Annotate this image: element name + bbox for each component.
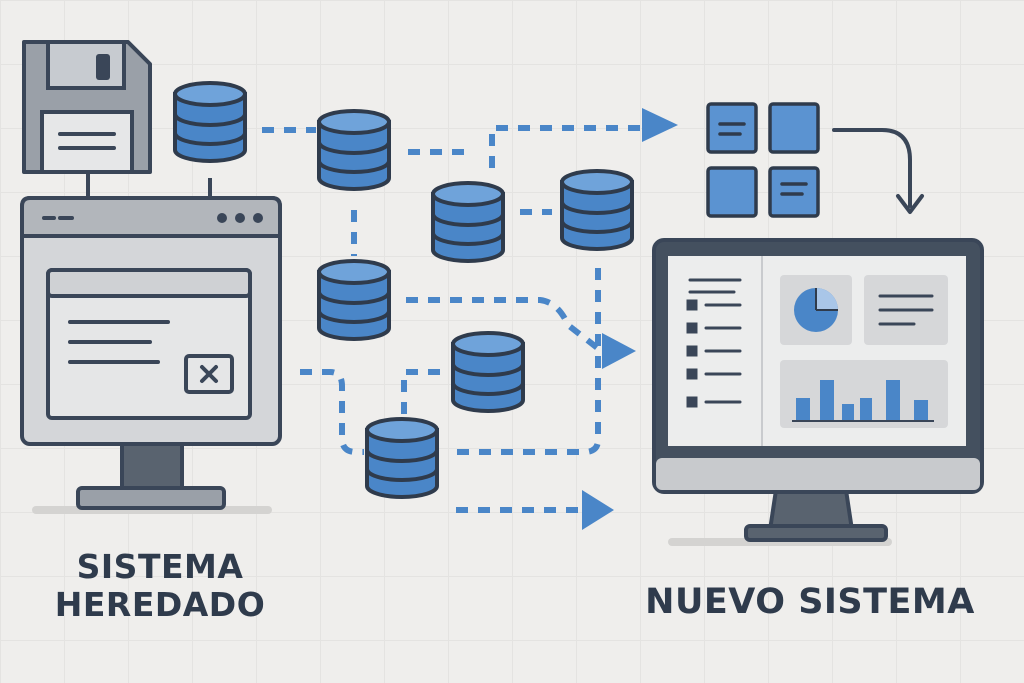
floppy-disk-icon — [22, 40, 212, 200]
legacy-computer-icon — [20, 196, 282, 514]
connector-line — [300, 369, 364, 455]
database-icon — [431, 181, 505, 263]
curved-arrow-icon — [832, 128, 924, 214]
close-window-icon — [184, 354, 234, 394]
arrow-head — [602, 333, 636, 369]
connector-line — [401, 369, 448, 414]
legacy-label-line1: SISTEMA — [76, 547, 244, 586]
pie-chart-icon — [794, 288, 838, 332]
connector-line — [406, 297, 602, 353]
database-icon — [317, 109, 391, 191]
arrow-head — [582, 490, 614, 530]
database-icon — [560, 169, 634, 251]
database-icon — [365, 417, 439, 499]
legacy-system-label: SISTEMA HEREDADO — [30, 548, 290, 624]
connector-line — [489, 125, 640, 168]
connector-line — [456, 268, 601, 455]
connector-lines — [262, 125, 640, 513]
new-system-label: NUEVO SISTEMA — [645, 582, 975, 622]
app-grid-icon — [706, 102, 820, 218]
dashboard-monitor-icon — [652, 238, 984, 546]
sidebar-list — [686, 278, 742, 408]
database-icon — [173, 81, 247, 163]
arrow-head — [642, 108, 678, 142]
legacy-label-line2: HEREDADO — [54, 584, 266, 624]
database-icon — [317, 259, 391, 341]
arrow-heads — [582, 108, 678, 530]
bar-chart-icon — [792, 380, 934, 422]
database-icon — [451, 331, 525, 413]
